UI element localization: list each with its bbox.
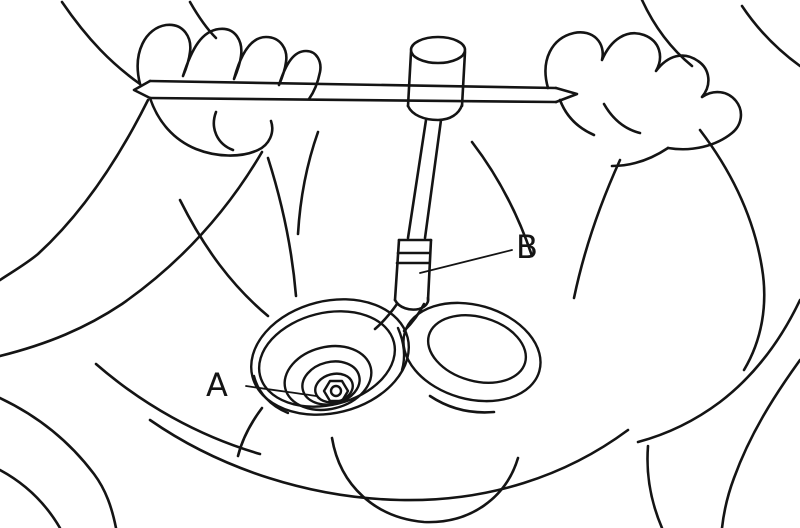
bay-corner-left-2 — [0, 468, 62, 528]
contour-center-right — [470, 140, 534, 258]
bay-corner-left — [0, 396, 118, 528]
left-wrist-edge-2 — [188, 0, 218, 40]
right-hand-and-arm — [544, 0, 800, 168]
left-wrist-edge — [60, 0, 142, 86]
label-a: A — [206, 366, 228, 404]
idler-outer-rim — [402, 301, 542, 403]
shaft-right-edge — [423, 118, 443, 240]
leader-line-b — [419, 249, 513, 274]
hex-bolt-center — [329, 384, 343, 398]
callout-labels: A B — [206, 228, 538, 404]
crossbar-left-tip — [132, 79, 152, 100]
contour-right-inner — [572, 158, 622, 300]
grip-bottom — [406, 103, 464, 122]
bay-edge-bottom-right — [636, 298, 800, 444]
socket-joint-left — [373, 302, 399, 331]
contour-center-left — [296, 130, 320, 236]
t-handle-wrench — [132, 35, 579, 333]
crossbar-bottom-edge — [148, 96, 558, 104]
crossbar-right-tip — [554, 86, 579, 104]
contour-left-upper — [178, 198, 270, 318]
hex-bolt — [322, 379, 350, 403]
right-fist — [544, 31, 743, 151]
contour-left-inner — [266, 156, 298, 298]
bay-edge-bottom-left — [94, 362, 262, 456]
socket — [373, 238, 433, 333]
crankshaft-pulley — [250, 298, 410, 416]
leader-line-a — [245, 385, 317, 397]
engine-bay-contours — [0, 128, 800, 528]
left-arm-outer-edge — [0, 98, 150, 282]
shaft-left-edge — [406, 118, 428, 240]
idler-inner-rim — [426, 314, 528, 384]
bay-edge-bottom — [148, 418, 630, 502]
contour-right-outer — [698, 128, 766, 372]
pulley-hub-inner — [301, 360, 361, 406]
socket-left-edge — [393, 238, 401, 302]
left-arm-inner-edge — [0, 150, 264, 358]
bracket-line — [236, 406, 264, 458]
socket-bottom — [393, 296, 430, 311]
label-b: B — [516, 228, 538, 266]
grip-top-cap — [409, 35, 467, 65]
bay-corner-right — [720, 358, 800, 528]
pulley-outer-rim — [250, 298, 410, 416]
bay-corner-right-2 — [646, 444, 664, 528]
right-wrist-edge-2 — [740, 4, 800, 68]
pulley-rim-edge — [252, 374, 290, 415]
right-fist-bottom — [610, 146, 670, 168]
shadow-line — [428, 394, 496, 414]
right-finger-curl-1 — [558, 98, 596, 137]
right-wrist-edge — [640, 0, 694, 68]
hose-bottom — [330, 436, 520, 524]
idler-pulley — [402, 301, 542, 403]
left-hand-and-arm — [0, 0, 322, 358]
left-thumb — [212, 110, 235, 152]
left-palm — [148, 96, 274, 157]
grip-left-edge — [406, 50, 413, 108]
pulley-hub — [283, 344, 373, 412]
crossbar-top-edge — [148, 79, 558, 90]
grip-right-edge — [460, 50, 467, 108]
right-finger-curl-2 — [602, 102, 642, 135]
left-fingers — [136, 23, 322, 101]
